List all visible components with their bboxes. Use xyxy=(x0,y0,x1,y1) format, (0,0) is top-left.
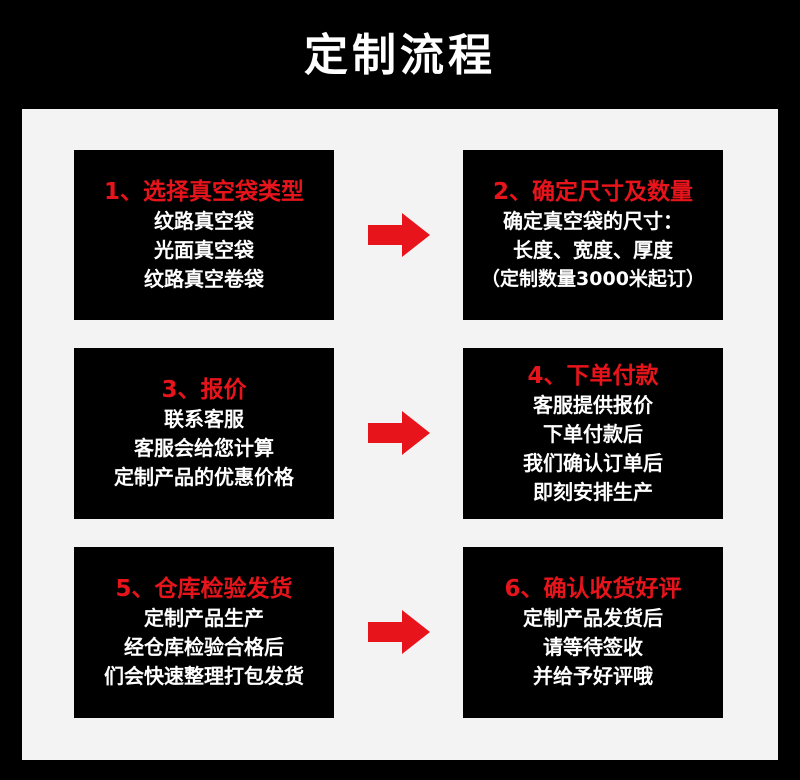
step-1-line-2: 光面真空袋 xyxy=(154,237,254,262)
step-6-title: 6、确认收货好评 xyxy=(504,576,682,602)
right-arrow-icon xyxy=(368,411,430,455)
step-2-line-2: 长度、宽度、厚度 xyxy=(513,237,673,262)
step-6-line-3: 并给予好评哦 xyxy=(533,664,653,688)
step-4-line-1: 客服提供报价 xyxy=(533,392,653,417)
step-5-line-3: 们会快速整理打包发货 xyxy=(104,664,304,688)
step-2-line-1: 确定真空袋的尺寸： xyxy=(503,208,683,233)
step-1-line-3: 纹路真空卷袋 xyxy=(144,266,264,291)
step-3-line-2: 客服会给您计算 xyxy=(134,436,274,460)
page-title: 定制流程 xyxy=(304,30,496,81)
step-6-box: 6、确认收货好评 定制产品发货后 请等待签收 并给予好评哦 xyxy=(463,547,723,718)
right-arrow-icon xyxy=(368,610,430,654)
step-3-line-1: 联系客服 xyxy=(164,407,244,431)
step-1-line-1: 纹路真空袋 xyxy=(154,208,254,233)
step-3-title: 3、报价 xyxy=(161,377,247,403)
step-2-line-3: （定制数量3000米起订） xyxy=(481,267,705,290)
step-5-line-2: 经仓库检验合格后 xyxy=(124,635,284,659)
step-3-box: 3、报价 联系客服 客服会给您计算 定制产品的优惠价格 xyxy=(74,348,334,519)
step-5-title: 5、仓库检验发货 xyxy=(115,576,293,602)
step-5-line-1: 定制产品生产 xyxy=(144,606,264,630)
step-5-box: 5、仓库检验发货 定制产品生产 经仓库检验合格后 们会快速整理打包发货 xyxy=(74,547,334,718)
step-4-line-3: 我们确认订单后 xyxy=(523,450,663,475)
step-6-line-2: 请等待签收 xyxy=(543,635,643,659)
step-1-title: 1、选择真空袋类型 xyxy=(103,178,304,205)
step-1-box: 1、选择真空袋类型 纹路真空袋 光面真空袋 纹路真空卷袋 xyxy=(74,150,334,320)
step-4-box: 4、下单付款 客服提供报价 下单付款后 我们确认订单后 即刻安排生产 xyxy=(463,348,723,519)
step-4-line-4: 即刻安排生产 xyxy=(533,479,653,504)
step-4-line-2: 下单付款后 xyxy=(543,421,643,446)
step-2-title: 2、确定尺寸及数量 xyxy=(492,178,693,205)
right-arrow-icon xyxy=(368,213,430,257)
step-4-title: 4、下单付款 xyxy=(527,362,659,389)
step-3-line-3: 定制产品的优惠价格 xyxy=(114,465,294,489)
step-2-box: 2、确定尺寸及数量 确定真空袋的尺寸： 长度、宽度、厚度 （定制数量3000米起… xyxy=(463,150,723,320)
step-6-line-1: 定制产品发货后 xyxy=(523,606,663,630)
